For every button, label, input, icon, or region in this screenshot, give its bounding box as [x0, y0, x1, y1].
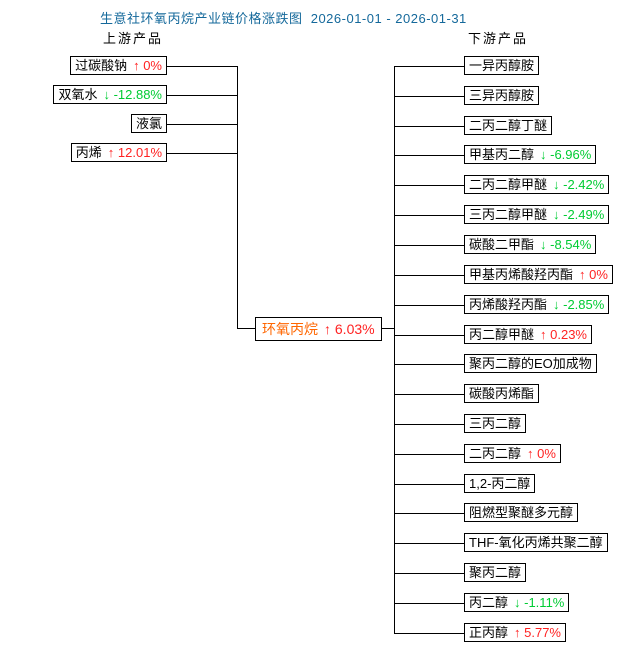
downstream-node-2[interactable]: 二丙二醇丁醚 [464, 116, 553, 135]
node-label: THF-氧化丙烯共聚二醇 [469, 535, 603, 550]
node-label: 甲基丙二醇 [469, 147, 535, 162]
downstream-node-1[interactable]: 三异丙醇胺 [464, 86, 540, 105]
node-label: 丙烯 [75, 145, 102, 160]
downstream-node-4[interactable]: 二丙二醇甲醚 ↓ -2.42% [464, 175, 610, 194]
node-label: 甲基丙烯酸羟丙酯 [469, 267, 574, 282]
connector-line [394, 155, 464, 156]
downstream-node-8[interactable]: 丙烯酸羟丙酯 ↓ -2.85% [464, 295, 610, 314]
connector-line [167, 153, 237, 154]
connector-line [394, 603, 464, 604]
node-label: 阻燃型聚醚多元醇 [469, 505, 574, 520]
node-label: 液氯 [135, 116, 162, 131]
connector-line [394, 633, 464, 634]
node-label: 过碳酸钠 [75, 58, 128, 73]
connector-line [167, 66, 237, 67]
connector-line [394, 513, 464, 514]
upstream-node-1[interactable]: 双氧水 ↓ -12.88% [53, 85, 167, 104]
node-change: ↑ 6.03% [324, 321, 375, 337]
connector-line [394, 394, 464, 395]
downstream-node-9[interactable]: 丙二醇甲醚 ↑ 0.23% [464, 325, 592, 344]
node-change: ↓ -2.49% [553, 207, 605, 222]
node-change: ↓ -2.42% [553, 177, 605, 192]
downstream-node-14[interactable]: 1,2-丙二醇 [464, 474, 536, 493]
downstream-node-12[interactable]: 三丙二醇 [464, 414, 527, 433]
connector-line [394, 305, 464, 306]
downstream-node-7[interactable]: 甲基丙烯酸羟丙酯 ↑ 0% [464, 265, 613, 284]
node-label: 二丙二醇甲醚 [469, 177, 548, 192]
center-node-epoxypropane[interactable]: 环氧丙烷 ↑ 6.03% [255, 317, 382, 341]
node-label: 一异丙醇胺 [469, 58, 535, 73]
node-label: 三丙二醇甲醚 [469, 207, 548, 222]
node-label: 聚丙二醇 [469, 565, 522, 580]
upstream-trunk-line [237, 66, 238, 328]
node-label: 二丙二醇丁醚 [469, 118, 548, 133]
node-change: ↑ 5.77% [514, 625, 561, 640]
node-label: 聚丙二醇的EO加成物 [469, 356, 592, 371]
upstream-node-3[interactable]: 丙烯 ↑ 12.01% [70, 143, 167, 162]
node-label: 环氧丙烷 [262, 321, 318, 337]
node-change: ↓ -12.88% [103, 87, 162, 102]
connector-line [394, 364, 464, 365]
connector-line [394, 424, 464, 425]
node-change: ↑ 0.23% [540, 327, 587, 342]
node-label: 三丙二醇 [469, 416, 522, 431]
downstream-node-11[interactable]: 碳酸丙烯酯 [464, 384, 540, 403]
connector-line [394, 245, 464, 246]
node-change: ↓ -1.11% [514, 595, 565, 610]
connector-line [394, 484, 464, 485]
connector-line [394, 454, 464, 455]
node-label: 丙烯酸羟丙酯 [469, 297, 548, 312]
downstream-node-19[interactable]: 正丙醇 ↑ 5.77% [464, 623, 566, 642]
connector-line [167, 124, 237, 125]
downstream-node-17[interactable]: 聚丙二醇 [464, 563, 527, 582]
connector-line [394, 573, 464, 574]
node-label: 丙二醇甲醚 [469, 327, 535, 342]
node-label: 丙二醇 [469, 595, 509, 610]
node-label: 双氧水 [58, 87, 98, 102]
node-label: 碳酸二甲酯 [469, 237, 535, 252]
node-change: ↓ -8.54% [540, 237, 592, 252]
node-change: ↑ 0% [133, 58, 162, 73]
downstream-node-10[interactable]: 聚丙二醇的EO加成物 [464, 354, 597, 373]
connector-line [394, 335, 464, 336]
connector-line [394, 126, 464, 127]
node-change: ↓ -6.96% [540, 147, 592, 162]
connector-line [394, 275, 464, 276]
downstream-node-18[interactable]: 丙二醇 ↓ -1.11% [464, 593, 570, 612]
downstream-node-5[interactable]: 三丙二醇甲醚 ↓ -2.49% [464, 205, 610, 224]
downstream-node-16[interactable]: THF-氧化丙烯共聚二醇 [464, 533, 608, 552]
node-label: 正丙醇 [469, 625, 509, 640]
node-change: ↑ 0% [527, 446, 556, 461]
connector-line [394, 215, 464, 216]
connector-line [237, 328, 262, 329]
node-change: ↑ 0% [579, 267, 608, 282]
downstream-node-13[interactable]: 二丙二醇 ↑ 0% [464, 444, 561, 463]
downstream-node-3[interactable]: 甲基丙二醇 ↓ -6.96% [464, 145, 597, 164]
chart-title: 生意社环氧丙烷产业链价格涨跌图 2026-01-01 - 2026-01-31 [100, 11, 467, 26]
connector-line [394, 66, 464, 67]
node-change: ↓ -2.85% [553, 297, 605, 312]
downstream-node-6[interactable]: 碳酸二甲酯 ↓ -8.54% [464, 235, 597, 254]
upstream-node-2[interactable]: 液氯 [130, 114, 167, 133]
upstream-node-0[interactable]: 过碳酸钠 ↑ 0% [70, 56, 167, 75]
downstream-node-15[interactable]: 阻燃型聚醚多元醇 [464, 503, 579, 522]
upstream-column-label: 上游产品 [103, 31, 164, 46]
node-label: 碳酸丙烯酯 [469, 386, 535, 401]
downstream-trunk-line [394, 66, 395, 633]
node-label: 二丙二醇 [469, 446, 522, 461]
connector-line [167, 95, 237, 96]
downstream-node-0[interactable]: 一异丙醇胺 [464, 56, 540, 75]
connector-line [394, 543, 464, 544]
connector-line [394, 96, 464, 97]
node-label: 1,2-丙二醇 [469, 476, 531, 491]
node-change: ↑ 12.01% [107, 145, 162, 160]
node-label: 三异丙醇胺 [469, 88, 535, 103]
downstream-column-label: 下游产品 [468, 31, 529, 46]
connector-line [394, 185, 464, 186]
